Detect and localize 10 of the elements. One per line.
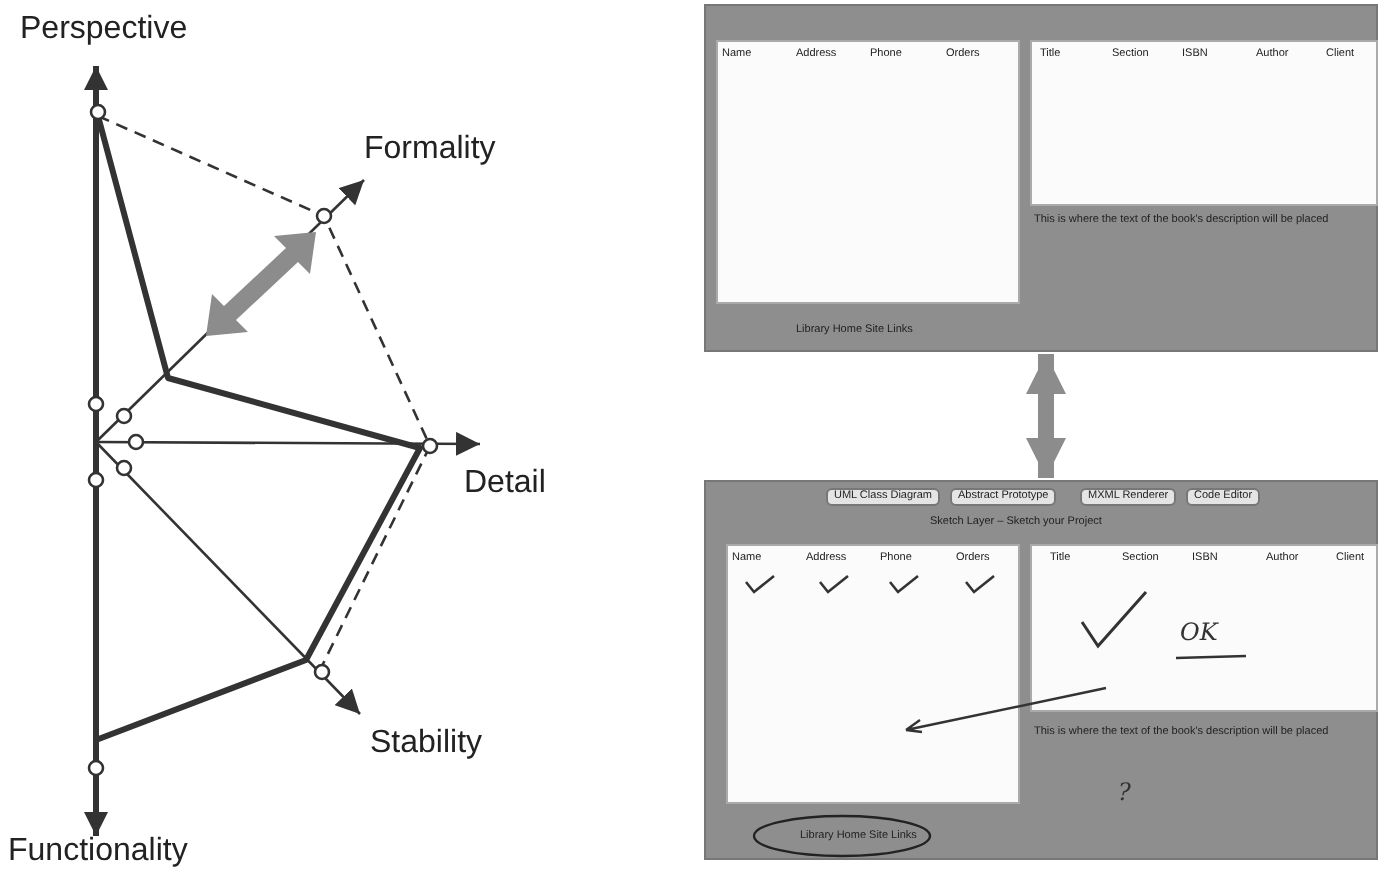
screenshot <box>704 4 1378 352</box>
axis-label: Functionality <box>8 834 188 870</box>
axis-label: Stability <box>370 726 483 762</box>
handwritten-text: OK <box>1180 618 1218 646</box>
axis-label: Formality <box>364 132 496 168</box>
axis-label: Detail <box>464 466 546 502</box>
handwritten-text: ? <box>1118 778 1131 806</box>
screenshot <box>704 480 1378 860</box>
axis-label: Perspective <box>20 12 188 48</box>
double-arrow <box>1026 354 1066 478</box>
